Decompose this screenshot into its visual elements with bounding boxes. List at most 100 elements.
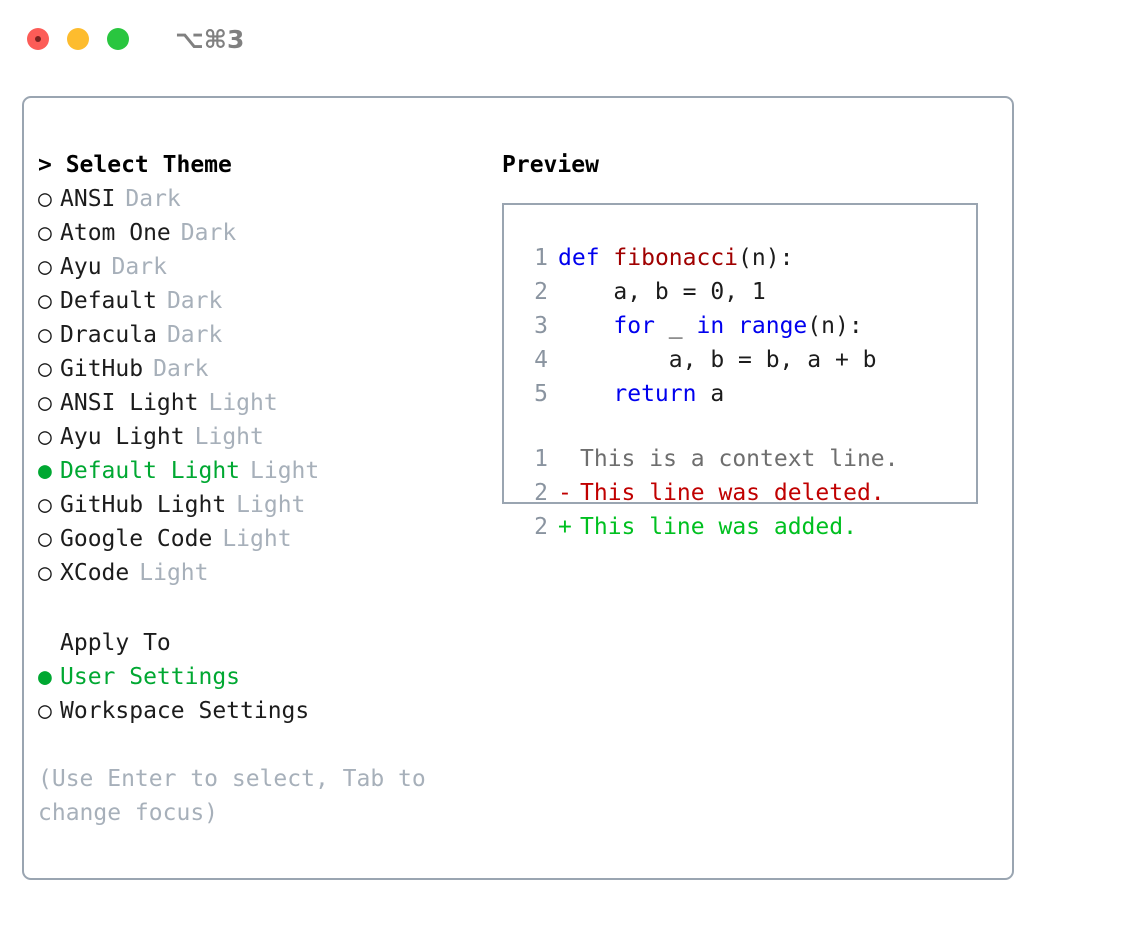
close-button[interactable] [27, 28, 49, 50]
diff-sign: + [558, 514, 572, 540]
apply-to-label: User Settings [60, 664, 241, 690]
theme-variant-tag: Light [222, 526, 292, 552]
code-line-number: 3 [534, 313, 548, 339]
radio-unselected-icon[interactable]: ○ [38, 424, 52, 450]
theme-name: Default Light [60, 458, 241, 484]
code-token-plain: a, b = b, a + b [558, 347, 877, 373]
diff-line-context: 1 This is a context line. [504, 442, 976, 476]
theme-list-item[interactable]: ○ Google Code Light [38, 522, 498, 556]
code-token-plain [558, 313, 613, 339]
apply-to-header: Apply To [60, 630, 171, 656]
theme-list-item[interactable]: ● Default Light Light [38, 454, 498, 488]
diff-sign: - [558, 480, 572, 506]
code-line-number: 4 [534, 347, 548, 373]
apply-to-option[interactable]: ○ Workspace Settings [38, 694, 498, 728]
maximize-button[interactable] [107, 28, 129, 50]
radio-unselected-icon[interactable]: ○ [38, 560, 52, 586]
theme-variant-tag: Dark [180, 220, 237, 246]
theme-name: XCode [60, 560, 130, 586]
diff-sign [558, 442, 580, 476]
diff-text: This is a context line. [580, 446, 899, 472]
diff-text: This line was deleted. [580, 480, 885, 506]
radio-selected-icon[interactable]: ● [38, 664, 52, 690]
theme-variant-tag: Dark [125, 186, 181, 212]
window-titlebar: ⌥⌘3 [0, 0, 1140, 78]
theme-list-item[interactable]: ○ XCode Light [38, 556, 498, 590]
radio-unselected-icon[interactable]: ○ [38, 322, 52, 348]
radio-selected-icon[interactable]: ● [38, 458, 52, 484]
radio-unselected-icon[interactable]: ○ [38, 220, 52, 246]
code-token-plain [558, 381, 613, 407]
theme-variant-tag: Light [208, 390, 278, 416]
code-line-number: 2 [534, 279, 548, 305]
theme-variant-tag: Light [139, 560, 209, 586]
code-token-plain: (n): [738, 245, 794, 271]
code-line-number: 5 [534, 381, 548, 407]
theme-name: Ayu Light [60, 424, 185, 450]
apply-to-section: Apply To ● User Settings ○ Workspace Settin… [38, 626, 498, 728]
radio-unselected-icon[interactable]: ○ [38, 186, 52, 212]
diff-line-add: 2+This line was added. [504, 510, 976, 544]
theme-name: Atom One [60, 220, 171, 246]
code-token-plain: a [696, 381, 725, 407]
radio-unselected-icon[interactable]: ○ [38, 492, 52, 518]
theme-name: ANSI [60, 186, 116, 212]
apply-to-option[interactable]: ● User Settings [38, 660, 498, 694]
radio-unselected-icon[interactable]: ○ [38, 254, 52, 280]
theme-variant-tag: Light [250, 458, 320, 484]
code-line-number: 1 [534, 245, 548, 271]
theme-list-item[interactable]: ○ ANSI Light Light [38, 386, 498, 420]
theme-name: Google Code [60, 526, 213, 552]
theme-name: ANSI Light [60, 390, 199, 416]
apply-to-label: Workspace Settings [60, 698, 310, 724]
code-token-kw: def [558, 245, 600, 271]
preview-title: Preview [502, 152, 599, 178]
theme-list-item[interactable]: ○ Default Dark [38, 284, 498, 318]
code-token-plain: (n): [807, 313, 863, 339]
code-token-plain: _ [654, 313, 697, 339]
code-line: 5 return a [504, 377, 976, 411]
theme-list-item[interactable]: ○ Atom One Dark [38, 216, 498, 250]
theme-variant-tag: Dark [111, 254, 167, 280]
diff-sample: 1 This is a context line.2-This line was… [504, 442, 976, 544]
theme-variant-tag: Dark [153, 356, 209, 382]
radio-unselected-icon[interactable]: ○ [38, 356, 52, 382]
code-token-kw: for [613, 313, 655, 339]
radio-unselected-icon[interactable]: ○ [38, 526, 52, 552]
theme-variant-tag: Dark [166, 288, 223, 314]
apply-to-list[interactable]: ● User Settings ○ Workspace Settings [38, 660, 498, 728]
theme-variant-tag: Light [194, 424, 264, 450]
theme-list-item[interactable]: ○ GitHub Dark [38, 352, 498, 386]
code-token-plain [600, 245, 614, 271]
theme-name: Default [60, 288, 157, 314]
theme-name: GitHub Light [60, 492, 227, 518]
diff-line-number: 2 [534, 480, 548, 506]
diff-text: This line was added. [580, 514, 857, 540]
radio-unselected-icon[interactable]: ○ [38, 698, 52, 724]
code-line: 4 a, b = b, a + b [504, 343, 976, 377]
theme-variant-tag: Dark [166, 322, 223, 348]
code-token-kw: return [613, 381, 697, 407]
diff-line-number: 1 [534, 446, 548, 472]
minimize-button[interactable] [67, 28, 89, 50]
diff-line-del: 2-This line was deleted. [504, 476, 976, 510]
radio-unselected-icon[interactable]: ○ [38, 390, 52, 416]
theme-list-item[interactable]: ○ ANSI Dark [38, 182, 498, 216]
theme-list-item[interactable]: ○ Ayu Light Light [38, 420, 498, 454]
radio-unselected-icon[interactable]: ○ [38, 288, 52, 314]
code-token-plain: a, b = 0, 1 [558, 279, 766, 305]
code-token-kw: range [738, 313, 808, 339]
keyboard-shortcut-label: ⌥⌘3 [175, 24, 245, 54]
theme-name: GitHub [60, 356, 144, 382]
